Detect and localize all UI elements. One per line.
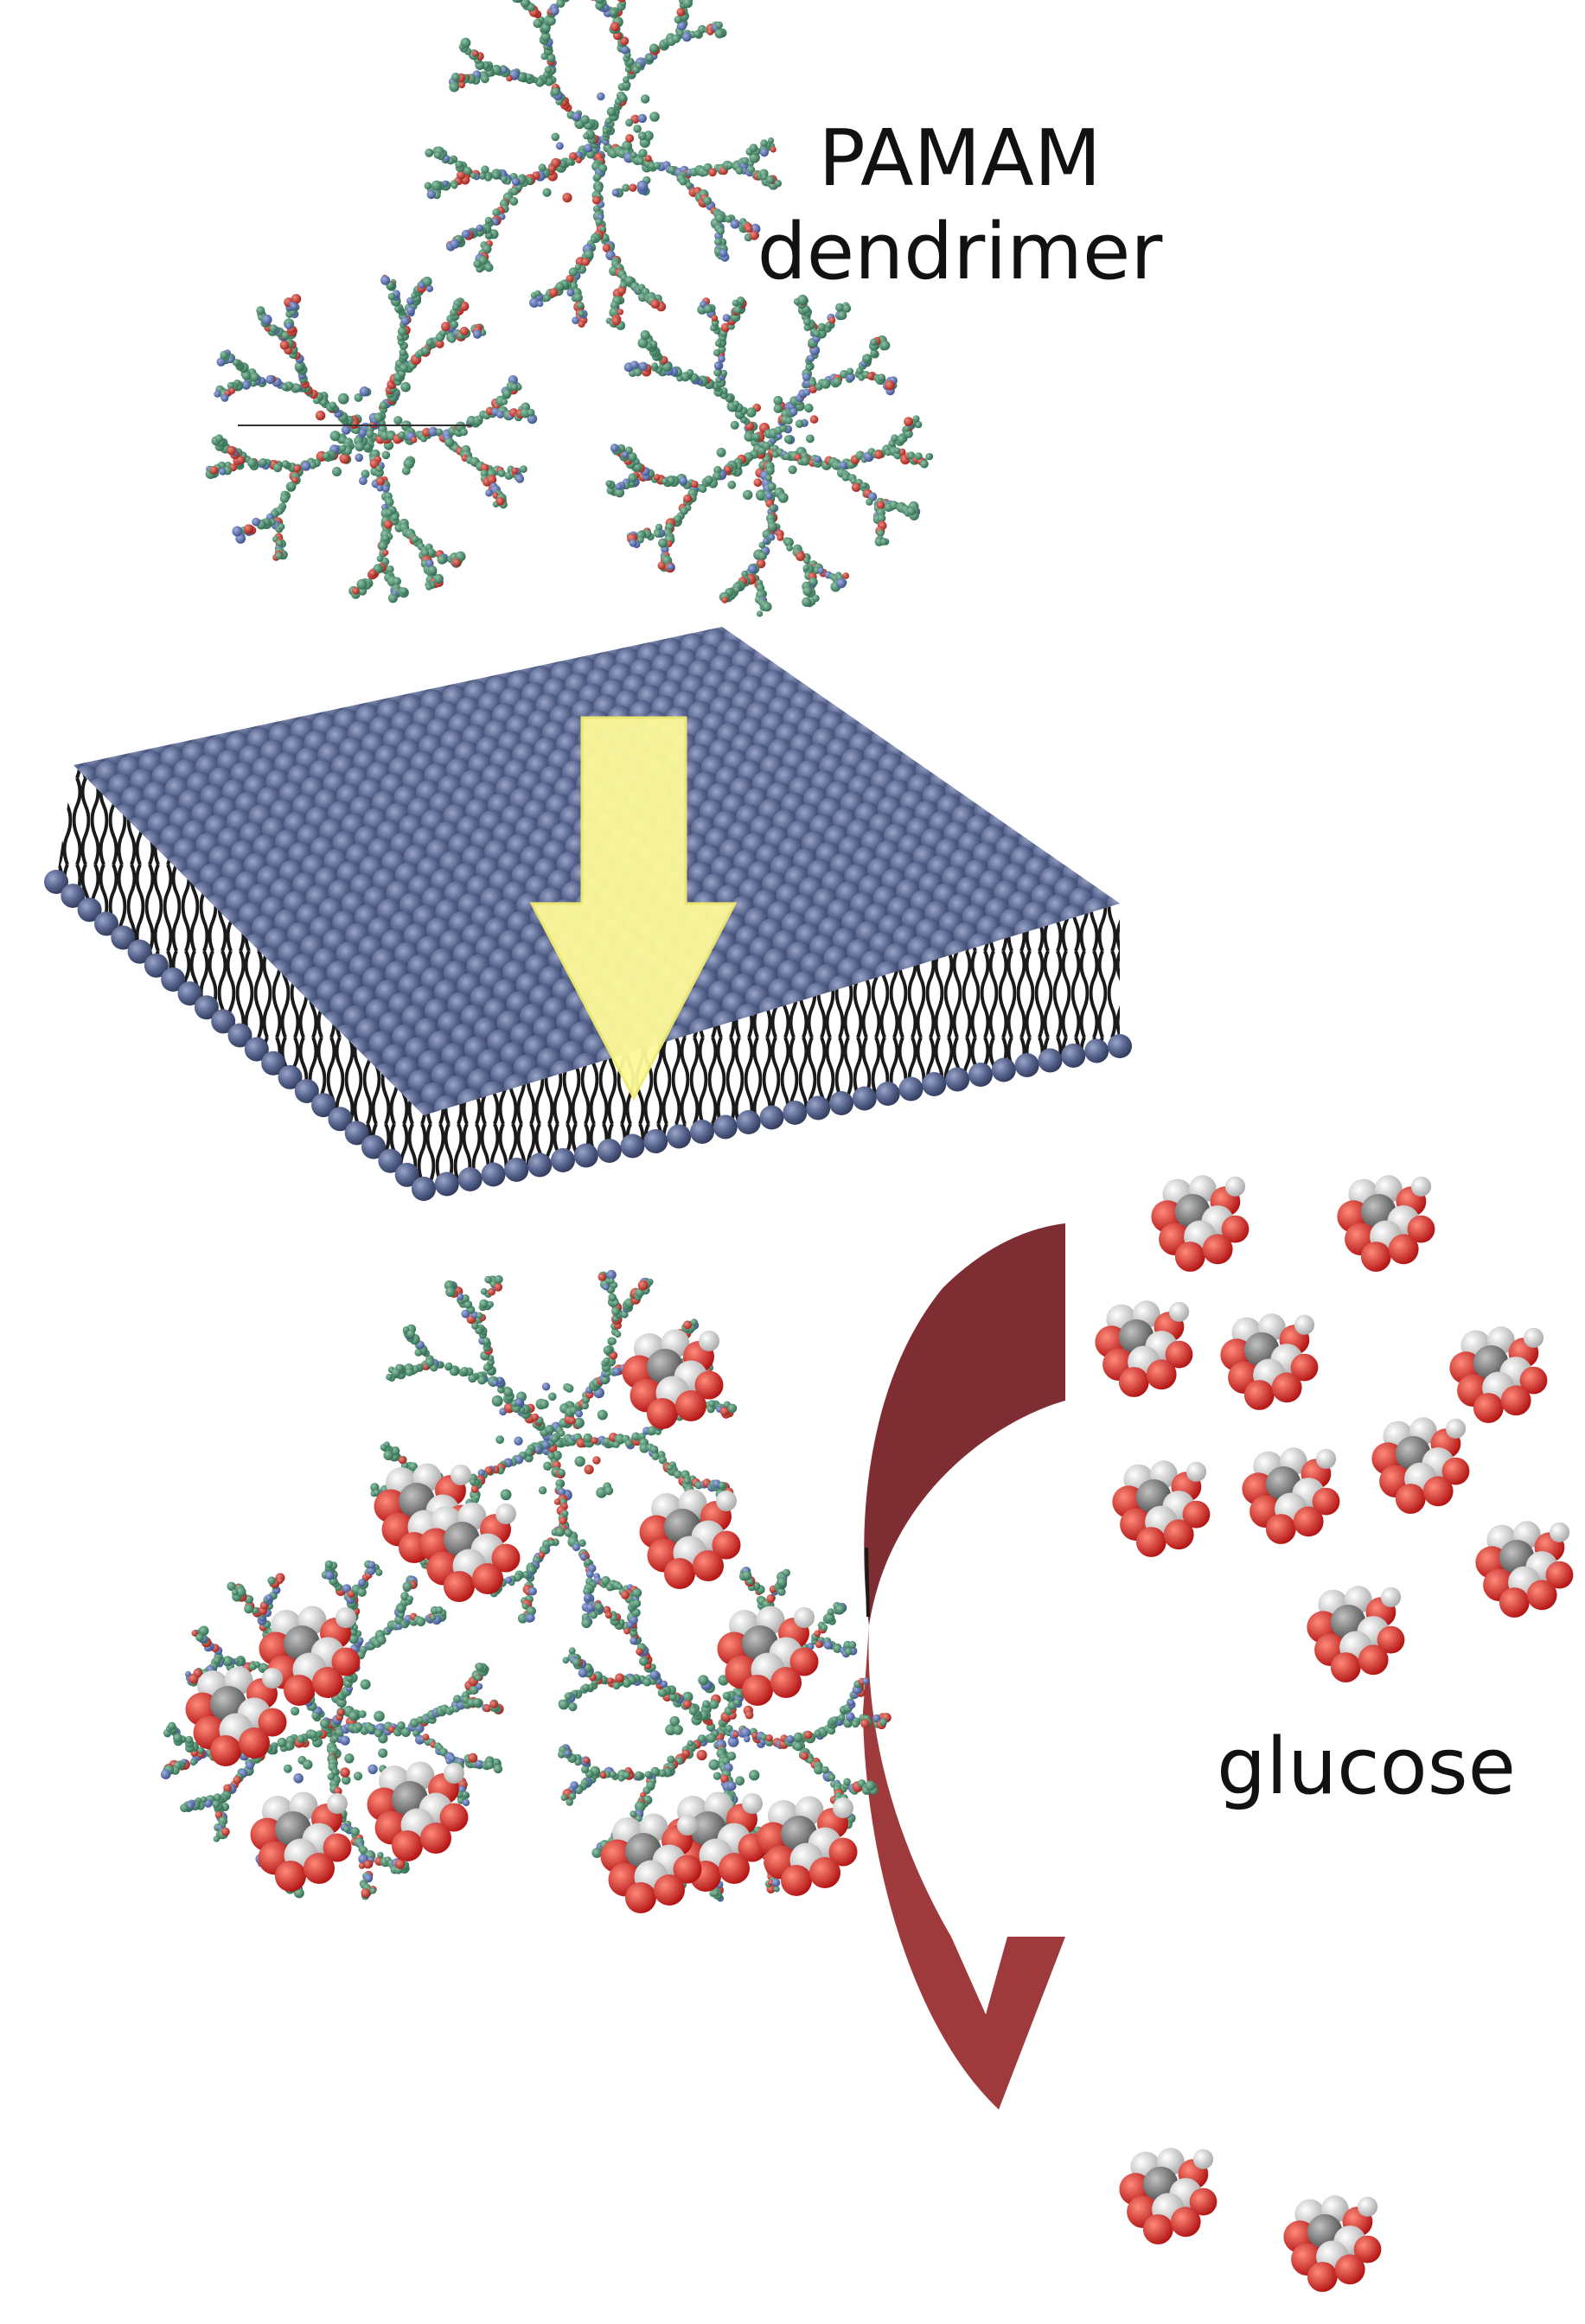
glucose-molecule-icon [1337, 1175, 1435, 1272]
glucose-molecule-icon [756, 1796, 858, 1896]
glucose-molecule-icon [185, 1666, 287, 1766]
glucose-molecule-icon [259, 1606, 361, 1706]
glucose-molecule-icon [1449, 1326, 1548, 1423]
label-line-1: PAMAM [818, 113, 1102, 204]
dendrimer-molecule-icon [424, 0, 782, 330]
curved-arrow-icon [863, 1223, 1065, 2110]
label-line-2: dendrimer [757, 207, 1163, 297]
arrow-down-icon [529, 716, 738, 1101]
dendrimer-molecule-icon [370, 1269, 738, 1629]
glucose-molecule-icon [1307, 1586, 1405, 1682]
pamam-dendrimer-label: PAMAM dendrimer [744, 112, 1176, 299]
glucose-molecule-icon [1112, 1460, 1211, 1557]
glucose-molecule-icon [639, 1489, 741, 1589]
glucose-label: glucose [1217, 1721, 1516, 1812]
glucose-molecule-icon [1119, 2148, 1218, 2244]
glucose-molecule-icon [600, 1813, 702, 1913]
glucose-molecule-icon [1371, 1417, 1470, 1514]
dendrimer-molecule-icon [605, 294, 934, 617]
membrane-lower-leaflet [44, 870, 1132, 1201]
glucose-molecule-icon [1242, 1447, 1340, 1544]
glucose-group [185, 1175, 1574, 2292]
glucose-molecule-icon [1475, 1521, 1574, 1618]
glucose-molecule-icon [717, 1606, 819, 1706]
glucose-molecule-icon [419, 1502, 521, 1602]
glucose-molecule-icon [250, 1791, 352, 1892]
glucose-molecule-icon [1151, 1175, 1249, 1272]
membrane-left-tails [56, 765, 424, 1189]
glucose-molecule-icon [1095, 1300, 1193, 1397]
glucose-molecule-icon [1220, 1313, 1319, 1410]
dendrimer-molecule-icon [205, 274, 538, 603]
glucose-molecule-icon [622, 1329, 724, 1429]
glucose-molecule-icon [367, 1761, 469, 1861]
membrane-right-tails [424, 903, 1120, 1189]
glucose-molecule-icon [1283, 2195, 1382, 2292]
